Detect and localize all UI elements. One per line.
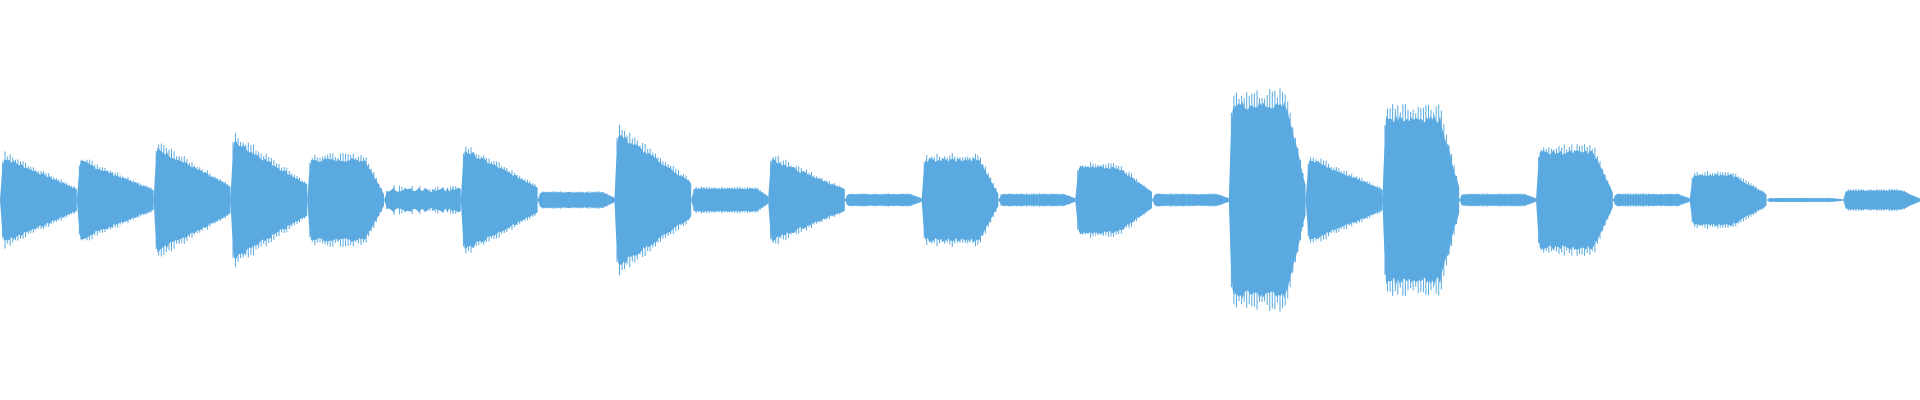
waveform-segments [0, 88, 1920, 312]
